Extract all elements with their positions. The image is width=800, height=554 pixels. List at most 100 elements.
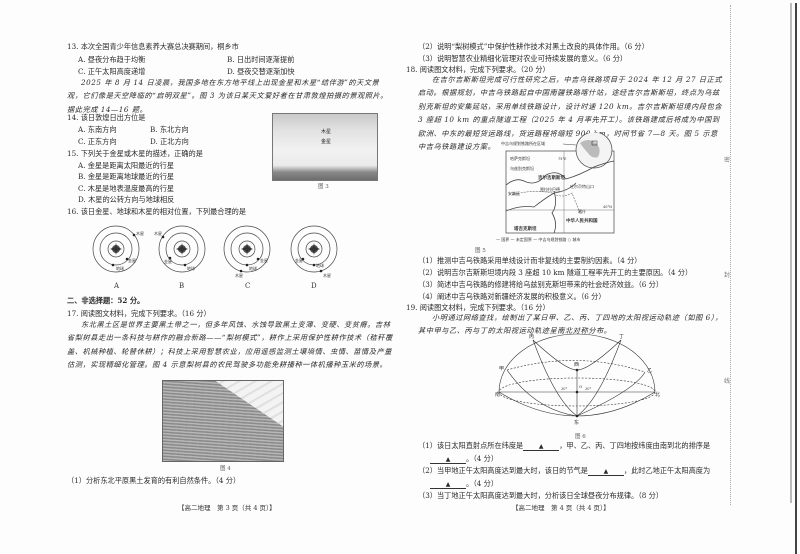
q13-stem: 13. 本次全国青少年信息素养大赛总决赛期间，桐乡市 (67, 42, 239, 51)
q15-option-d: D. 木星的公转方向与地球相反 (78, 195, 175, 204)
orbit-diagram-b: 金星 地球 木星 (154, 225, 206, 273)
margin-char-xian: 线 (724, 375, 731, 386)
svg-text:喀什: 喀什 (578, 208, 586, 214)
svg-text:30°: 30° (585, 387, 591, 391)
svg-text:地球: 地球 (187, 265, 195, 271)
svg-text:中华人民共和国: 中华人民共和国 (566, 217, 598, 224)
q19-stem: 19. 阅读图文材料，完成下列要求。（16 分） (406, 303, 550, 312)
figure-5-caption: 图 5 (475, 248, 486, 254)
q14-option-c: C. 正东方向 (78, 137, 117, 146)
answer-blank[interactable]: ▲ (523, 443, 560, 451)
svg-text:O: O (579, 384, 583, 389)
fig3-label-venus: 金星 (321, 139, 332, 145)
figure-3-photo: 木星 金星 (272, 113, 378, 181)
svg-text:安集延: 安集延 (508, 190, 520, 196)
svg-text:南: 南 (495, 391, 500, 398)
svg-text:丙: 丙 (529, 334, 534, 340)
svg-text:地球: 地球 (316, 262, 324, 268)
q16-stem: 16. 该日金星、地球和木星的相对位置，下列最合理的是 (67, 207, 247, 216)
exam-page-3: 13. 本次全国青少年信息素养大赛总决赛期间，桐乡市 A. 昼夜分布趋于均衡 B… (60, 0, 400, 554)
q14-option-a: A. 东南方向 (78, 125, 117, 134)
svg-text:东: 东 (574, 419, 579, 426)
q19-sub3: （3）当丁地正午太阳高度达到最大时，分析该日全球昼夜分布规律。（8 分） (418, 491, 664, 500)
orbit-diagram-d: 金星 地球 木星 (290, 225, 338, 278)
svg-text:甲: 甲 (499, 366, 504, 372)
orbit-diagram-a: 金星 地球 木星 (92, 225, 144, 273)
q13-option-c: C. 正午太阳高度递增 (78, 67, 146, 76)
svg-text:木星: 木星 (235, 272, 243, 278)
svg-text:乌兹别克斯坦: 乌兹别克斯坦 (510, 165, 534, 171)
q19-sub2: （2）当甲地正午太阳高度达到最大时，该日的节气是▲，此时乙地正午太阳高度为 (418, 466, 711, 476)
fig5-inset-label: 中吉乌规划铁路所在区域 (501, 140, 545, 146)
q17-sub2: （2）说明“梨树模式”中保护性耕作技术对黑土改良的具体作用。（6 分） (418, 42, 649, 51)
q18-sub4: （4）阐述中吉乌铁路对新疆经济发展的积极意义。（6 分） (418, 292, 606, 301)
svg-text:金星: 金星 (128, 257, 136, 263)
svg-text:木星: 木星 (136, 230, 144, 236)
svg-text:乙: 乙 (647, 367, 652, 374)
svg-text:金星: 金星 (295, 257, 303, 263)
figure-4-photo (162, 380, 284, 462)
diagram-label-c: C (245, 282, 250, 290)
fig5-legend: — 国界 — 未定国界 — 中吉乌规划铁路 ○ 城市 (496, 236, 580, 242)
diagram-label-a: A (113, 282, 120, 290)
q18-sub3: （3）简述中吉乌铁路的修建将给乌兹别克斯坦带来的社会经济效益。（6 分） (418, 280, 664, 289)
margin-char-feng: 封 (724, 269, 731, 280)
q14-option-d: D. 正北方向 (150, 137, 189, 146)
q15-option-b: B. 金星是距离地球最近的行星 (78, 172, 175, 181)
q19-sub1-cont: ▲。（4 分） (430, 454, 498, 464)
q13-option-b: B. 日出时间逐渐提前 (227, 55, 295, 64)
answer-blank[interactable]: ▲ (430, 456, 466, 464)
section-2-heading: 二、非选择题：52 分。 (67, 296, 145, 305)
q18-passage: 在吉尔吉斯斯坦完成可行性研究之后，中吉乌铁路项目于 2024 年 12 月 27… (418, 75, 723, 152)
svg-text:30°: 30° (561, 387, 567, 391)
q18-stem: 18. 阅读图文材料，完成下列要求。（20 分） (406, 65, 550, 74)
answer-blank[interactable]: ▲ (587, 468, 624, 476)
q13-option-a: A. 昼夜分布趋于均衡 (78, 55, 146, 64)
svg-text:西: 西 (574, 362, 579, 368)
binding-dotted-line (730, 5, 731, 505)
answer-blank[interactable]: ▲ (430, 481, 466, 489)
q13-option-d: D. 昼夜交替逐渐加快 (227, 67, 295, 76)
figure-6-sun-path-diagram: 丙 丁 甲 乙 西 南 北 东 O 30° 30° (495, 333, 660, 426)
svg-text:金星: 金星 (260, 257, 268, 263)
q17-passage: 东北黑土区是世界主要黑土带之一，但多年风蚀、水蚀导致黑土变薄、变硬、变贫瘠。吉林… (67, 320, 393, 370)
svg-text:哈萨克斯坦: 哈萨克斯坦 (510, 155, 530, 161)
page-3-footer: 【高二地理 第 3 页（共 4 页）】 (178, 504, 276, 512)
q19-sub2-cont: ▲。（4 分） (430, 479, 498, 489)
page-4-footer: 【高二地理 第 4 页（共 4 页）】 (512, 504, 610, 512)
page-edge-border (795, 3, 797, 554)
svg-text:40°N: 40°N (603, 205, 612, 209)
figure-3-caption: 图 3 (318, 184, 329, 190)
q14-stem: 14. 该日敦煌日出方位是 (67, 113, 146, 122)
q18-sub2: （2）说明吉尔吉斯斯坦境内段 3 座超 10 km 隧道工程率先开工的主要原因。… (418, 268, 693, 277)
diagram-label-b: B (179, 282, 184, 290)
svg-text:75°E: 75°E (558, 157, 566, 161)
orbit-diagram-c: 金星 地球 木星 (223, 225, 271, 278)
svg-text:木星: 木星 (323, 272, 331, 278)
svg-text:地球: 地球 (116, 265, 124, 271)
q17-sub1: （1）分析东北平原黑土发育的有利自然条件。（4 分） (67, 476, 241, 485)
svg-text:塔吉克斯坦: 塔吉克斯坦 (514, 225, 537, 232)
diagram-label-d: D (311, 282, 317, 290)
q14-option-b: B. 东北方向 (150, 125, 189, 134)
q18-sub1: （1）推测中吉乌铁路采用单线设计而非复线的主要制约因素。（4 分） (418, 256, 642, 265)
q17-stem: 17. 阅读图文材料，完成下列要求。（16 分） (67, 309, 211, 318)
q15-stem: 15. 下列关于金星或木星的描述，正确的是 (67, 149, 203, 158)
q19-passage: 小明通过网络查找，绘制出了某日甲、乙、丙、丁四地的太阳视运动轨迹（如图 6），其… (418, 313, 723, 336)
q15-option-a: A. 金星是距离太阳最近的行星 (78, 161, 175, 170)
q19-sub1: （1）该日太阳直射点所在纬度是▲，甲、乙、丙、丁四地按纬度由南到北的排序是 (418, 441, 711, 451)
q17-sub3: （3）说明智慧农业精细化管理对农业可持续发展的意义。（6 分） (418, 54, 628, 63)
svg-text:吐尔尕特山口: 吐尔尕特山口 (570, 183, 594, 189)
q16-orbit-diagrams: 金星 地球 木星 A 金星 地球 木星 B 金星 地球 木星 C (92, 225, 338, 290)
svg-text:丁: 丁 (619, 334, 624, 340)
fig3-label-jupiter: 木星 (321, 129, 332, 135)
figure-6-caption: 图 6 (575, 434, 586, 440)
figure-4-caption: 图 4 (220, 466, 231, 472)
svg-text:木星: 木星 (154, 230, 162, 236)
svg-text:贾拉拉巴德: 贾拉拉巴德 (540, 186, 560, 192)
svg-text:吉尔吉斯斯坦: 吉尔吉斯斯坦 (538, 174, 565, 181)
svg-text:地球: 地球 (249, 265, 257, 271)
page-edge-line (790, 3, 792, 503)
svg-text:北: 北 (655, 391, 660, 398)
margin-char-mi: 密 (724, 154, 731, 165)
